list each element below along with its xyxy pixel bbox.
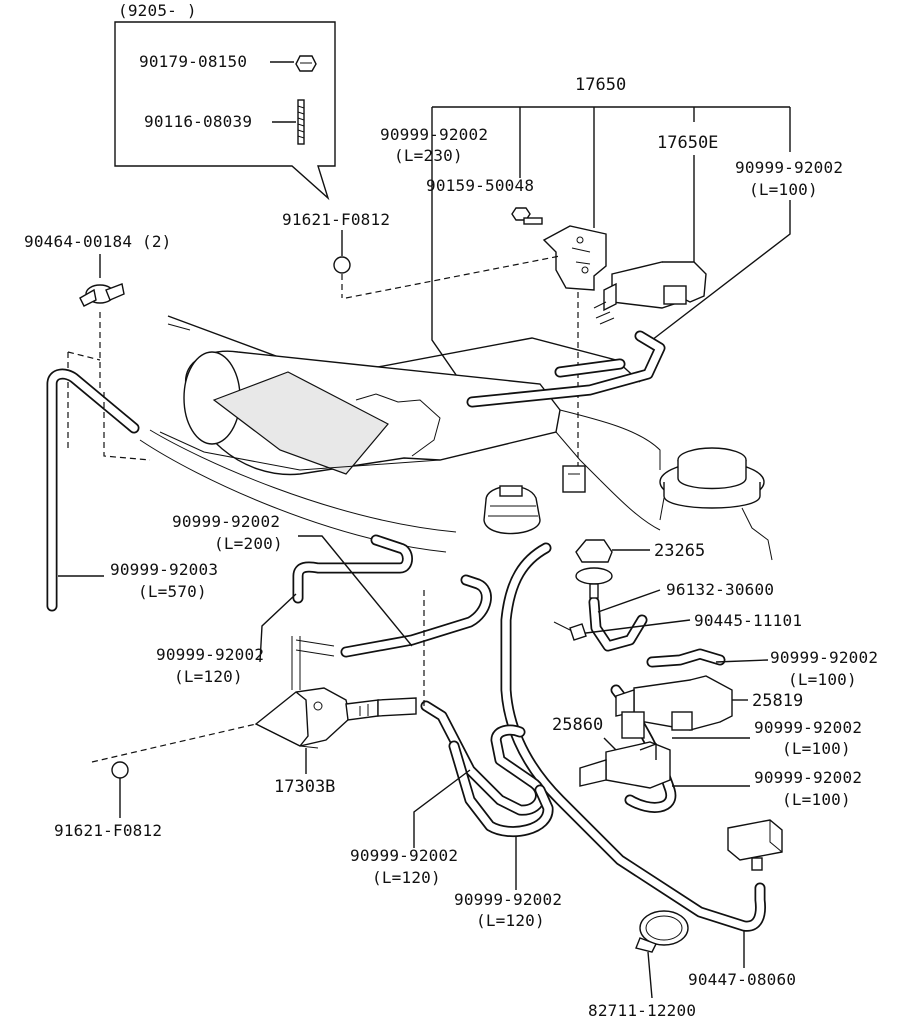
part-91621-f0812-bottom: 91621-F0812 xyxy=(54,821,162,840)
nut-icon xyxy=(295,55,317,72)
vsv-17303b xyxy=(254,636,417,749)
date-code-label: (9205- ) xyxy=(118,1,197,20)
part-90447-leader: 90447-08060 xyxy=(688,930,796,989)
bolt-marker-top: 91621-F0812 xyxy=(282,210,390,298)
vacuum-actuator-center xyxy=(483,465,586,535)
part-90445-11101: 90445-11101 xyxy=(694,611,802,630)
hose-clamp-group-top-left: 90464-00184 (2) xyxy=(24,232,172,448)
vsv-bracket-assembly xyxy=(511,207,707,325)
part-25819: 25819 xyxy=(752,691,803,711)
part-90999-92002-l120-left-length: (L=120) xyxy=(174,667,243,686)
part-90999-92002-l200: 90999-92002 xyxy=(172,512,280,531)
leader-lines-top: 17650 17650E 90999-92002 (L=230) 90159-5… xyxy=(380,75,843,399)
vsv-25860 xyxy=(579,711,671,789)
part-90999-92002-l100-right-a: 90999-92002 xyxy=(770,648,878,667)
part-90999-92003-l570-length: (L=570) xyxy=(138,582,207,601)
egr-valve xyxy=(659,447,773,561)
part-90999-92002-l100-top-length: (L=100) xyxy=(749,180,818,199)
part-90999-92002-l100-right-c: 90999-92002 xyxy=(754,768,862,787)
part-17650: 17650 xyxy=(575,75,626,95)
part-17650E: 17650E xyxy=(657,133,718,153)
part-23265: 23265 xyxy=(654,541,705,561)
bolt-icon xyxy=(511,207,543,225)
connector-block xyxy=(727,819,783,871)
part-90999-92002-l230-length: (L=230) xyxy=(394,146,463,165)
part-90999-92002-l200-length: (L=200) xyxy=(214,534,283,553)
fitting-icon xyxy=(553,621,587,641)
intake-duct-outline xyxy=(139,315,661,553)
leader-lines-right: 96132-30600 90445-11101 90999-92002 (L=1… xyxy=(552,580,878,809)
part-90447-08060: 90447-08060 xyxy=(688,970,796,989)
part-90116-08039: 90116-08039 xyxy=(144,112,252,131)
part-17303b: 17303B xyxy=(274,777,335,797)
hose-clamp-82711: 82711-12200 xyxy=(588,910,696,1020)
part-90999-92002-l100-right-b-length: (L=100) xyxy=(782,739,851,758)
part-90999-92002-l120-bottom-b: 90999-92002 xyxy=(454,890,562,909)
hoses xyxy=(46,330,766,932)
part-90999-92002-l100-right-b: 90999-92002 xyxy=(754,718,862,737)
stud-bolt-icon xyxy=(297,99,305,145)
part-90999-92002-l100-right-c-length: (L=100) xyxy=(782,790,851,809)
leader-lines-bottom: 90999-92002 (L=120) 90999-92002 (L=120) xyxy=(350,769,562,930)
part-90179-08150: 90179-08150 xyxy=(139,52,247,71)
detail-callout-box: (9205- ) 90179-08150 90116-08039 xyxy=(114,1,336,201)
part-90999-92002-l100-right-a-length: (L=100) xyxy=(788,670,857,689)
part-90999-92003-l570: 90999-92003 xyxy=(110,560,218,579)
part-90999-92002-l120-left: 90999-92002 xyxy=(156,645,264,664)
vsv-25819 xyxy=(615,675,733,731)
part-90159-50048: 90159-50048 xyxy=(426,176,534,195)
part-96132-30600: 96132-30600 xyxy=(666,580,774,599)
part-90999-92002-l120-bottom-a: 90999-92002 xyxy=(350,846,458,865)
part-91621-f0812-top: 91621-F0812 xyxy=(282,210,390,229)
leader-lines-left: 90999-92002 (L=200) 90999-92003 (L=570) … xyxy=(58,512,413,797)
part-90999-92002-l230: 90999-92002 xyxy=(380,125,488,144)
spring-clamp-icon xyxy=(79,283,125,307)
check-valve-23265: 23265 xyxy=(575,539,705,599)
part-90999-92002-l120-bottom-b-length: (L=120) xyxy=(476,911,545,930)
part-25860: 25860 xyxy=(552,715,603,735)
part-90999-92002-l120-bottom-a-length: (L=120) xyxy=(372,868,441,887)
part-90464-00184: 90464-00184 (2) xyxy=(24,232,172,251)
part-82711-12200: 82711-12200 xyxy=(588,1001,696,1020)
part-90999-92002-l100-top: 90999-92002 xyxy=(735,158,843,177)
bolt-marker-bottom: 91621-F0812 xyxy=(54,723,257,840)
